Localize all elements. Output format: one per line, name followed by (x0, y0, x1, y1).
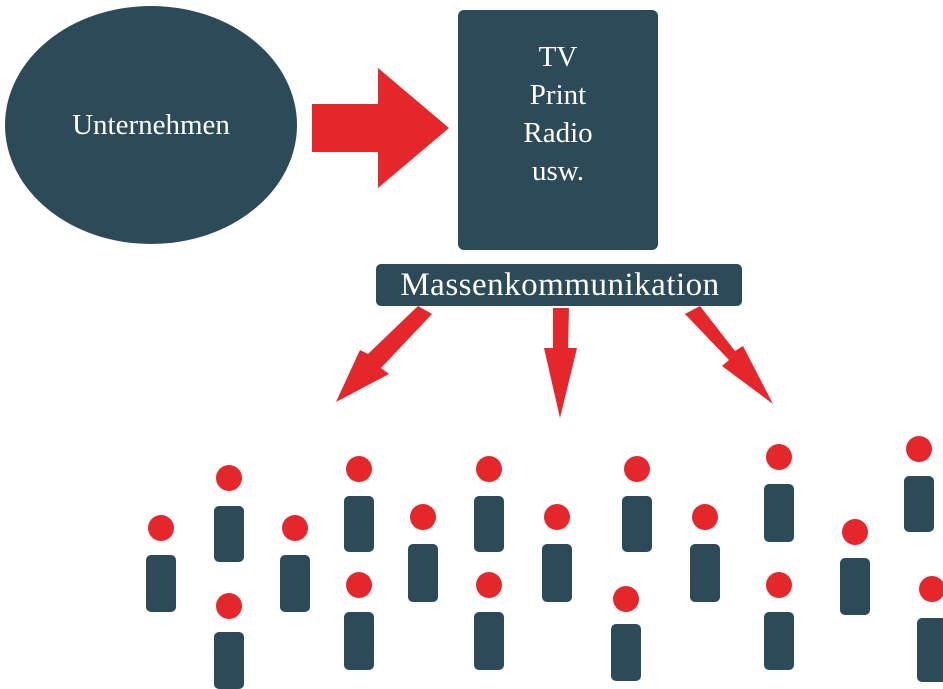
person-head (476, 572, 502, 598)
person-body (474, 496, 504, 552)
person-body (917, 618, 943, 682)
media-box (458, 10, 658, 250)
media-item-radio: Radio (523, 117, 593, 149)
arrow-right (685, 306, 773, 404)
media-item-print: Print (529, 79, 587, 111)
person-head (410, 504, 436, 530)
person-head (476, 456, 502, 482)
person-body (622, 496, 652, 552)
person-body (764, 612, 794, 670)
mass-communication-label: Massenkommunikation (400, 266, 720, 303)
person-body (146, 555, 176, 612)
person-head (216, 465, 242, 491)
person-head (216, 593, 242, 619)
media-list: TV Print Radio usw. (458, 38, 658, 190)
person-head (842, 519, 868, 545)
person-head (766, 572, 792, 598)
person-body (344, 496, 374, 552)
person-head (613, 586, 639, 612)
mass-communication-banner (376, 264, 742, 306)
person-head (148, 515, 174, 541)
person-body (904, 476, 934, 532)
person-body (214, 506, 244, 562)
person-head (906, 436, 932, 462)
person-head (346, 572, 372, 598)
audience-group (146, 436, 943, 689)
person-head (766, 444, 792, 470)
media-item-etc: usw. (531, 155, 585, 187)
person-body (764, 484, 794, 542)
person-body (611, 624, 641, 681)
person-head (624, 456, 650, 482)
person-body (474, 612, 504, 670)
person-head (692, 504, 718, 530)
company-label: Unternehmen (72, 108, 230, 141)
person-body (344, 612, 374, 670)
person-head (919, 576, 943, 602)
person-body (840, 558, 870, 615)
person-head (282, 515, 308, 541)
arrow-center (544, 308, 577, 418)
person-body (690, 544, 720, 602)
person-body (408, 544, 438, 602)
company-to-media-arrow (312, 68, 449, 188)
company-ellipse (5, 6, 297, 244)
arrow-left (336, 306, 432, 402)
person-head (544, 504, 570, 530)
media-item-tv: TV (538, 41, 578, 73)
person-head (346, 456, 372, 482)
person-body (542, 544, 572, 602)
person-body (280, 555, 310, 612)
person-body (214, 632, 244, 689)
